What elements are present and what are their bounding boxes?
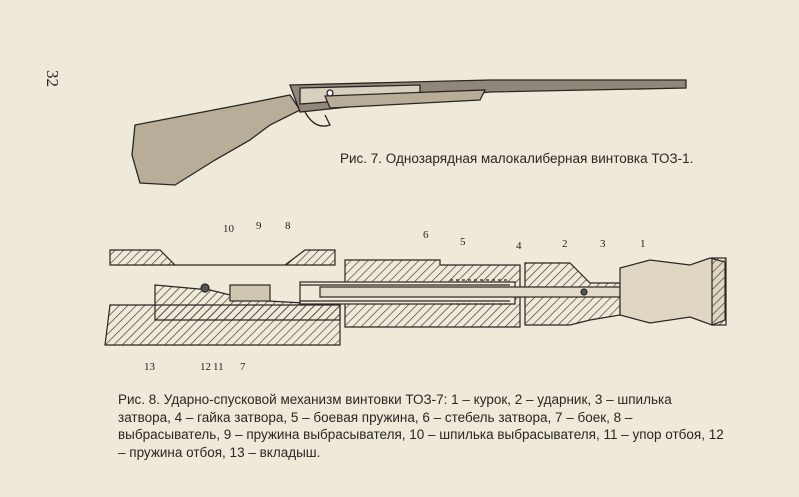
part-label: 7 <box>240 361 246 373</box>
figure7-caption: Рис. 7. Однозарядная малокалиберная винт… <box>340 151 694 166</box>
part-label: 8 <box>285 220 291 232</box>
part-label: 11 <box>213 361 224 373</box>
figure8-caption: Рис. 8. Ударно-спусковой механизм винтов… <box>118 392 724 460</box>
part-label: 6 <box>423 229 429 241</box>
part-label: 4 <box>516 240 522 252</box>
part-label: 12 <box>200 361 211 373</box>
part-label: 2 <box>562 238 568 250</box>
part-label: 9 <box>256 220 262 232</box>
part-label: 3 <box>600 238 606 250</box>
part-label: 13 <box>144 361 156 373</box>
part-label: 5 <box>460 236 466 248</box>
part-label: 1 <box>640 238 646 250</box>
part-label: 10 <box>223 223 235 235</box>
figure8-part-labels: 10 9 8 6 5 4 2 3 1 13 12 11 7 <box>144 220 646 373</box>
trigger-mechanism-drawing <box>104 249 727 346</box>
rifle-toz1-drawing <box>131 79 687 186</box>
